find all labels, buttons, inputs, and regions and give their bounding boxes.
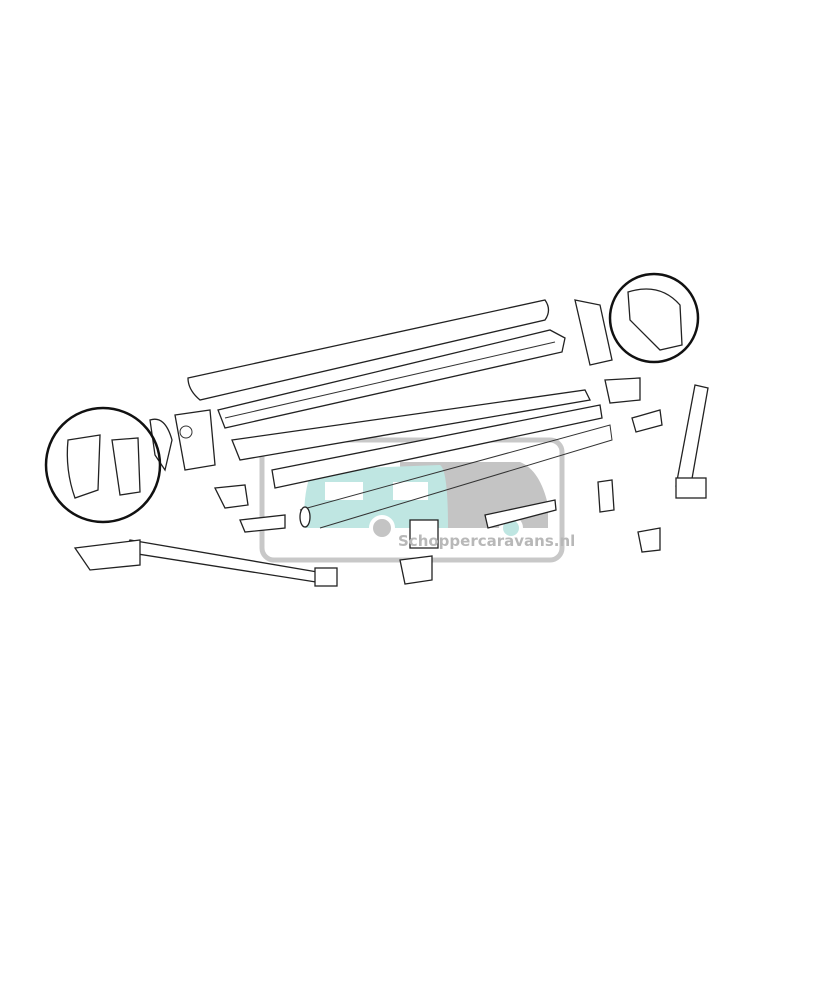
front-cover-profile: [187, 299, 550, 401]
detail-left-end-cap: [44, 406, 162, 524]
caravan-silhouette: [304, 465, 448, 528]
right-end-cap: [574, 299, 613, 366]
left-end-cap: [149, 409, 216, 472]
brackets: [213, 377, 663, 585]
lead-rail: [231, 389, 603, 489]
cassette-profile: [217, 329, 566, 429]
detail-right-end-cap: [608, 272, 700, 364]
watermark-logo: [259, 437, 565, 563]
watermark-text: Schoppercaravans.nl: [398, 532, 575, 550]
right-arm: [675, 384, 709, 499]
left-arm: [73, 539, 338, 587]
fabric-roller: [299, 424, 613, 529]
